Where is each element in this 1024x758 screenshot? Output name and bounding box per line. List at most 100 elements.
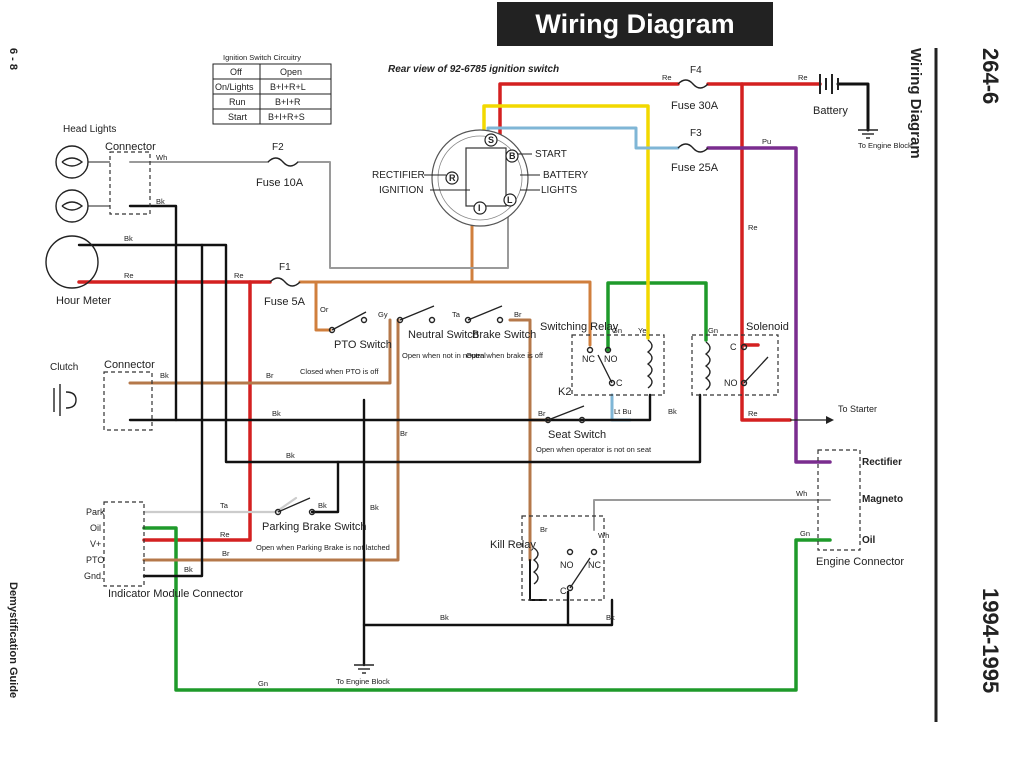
relay-no: NO — [604, 354, 618, 364]
seat-note: Open when operator is not on seat — [536, 445, 652, 454]
label-start: START — [535, 149, 567, 160]
ground-label: To Engine Block — [336, 677, 390, 686]
wire-label: Ta — [220, 501, 229, 510]
brake-switch: Brake Switch Open when brake is off Br — [464, 305, 544, 360]
indicator-module-connector: Park Oil V+ PTO Gnd. Indicator Module Co… — [84, 501, 243, 600]
wire-label: Wh — [796, 489, 807, 498]
solenoid-c: C — [730, 342, 737, 352]
parking-brake-label: Parking Brake Switch — [262, 521, 367, 533]
pto-switch-label: PTO Switch — [334, 339, 392, 351]
wire-label: Or — [320, 305, 329, 314]
wire-label: Wh — [598, 531, 609, 540]
wire-label: Br — [266, 371, 274, 380]
relay-nc: NC — [582, 354, 595, 364]
wire-label: Re — [124, 271, 134, 280]
wire-label: Bk — [668, 407, 677, 416]
wire-label: Bk — [286, 451, 295, 460]
pto-note: Closed when PTO is off — [300, 367, 379, 376]
relay-c: C — [616, 378, 623, 388]
pin-gnd: Gnd. — [84, 571, 104, 581]
wire-label: Bk — [370, 503, 379, 512]
engine-oil: Oil — [862, 535, 876, 546]
subtitle: Rear view of 92-6785 ignition switch — [388, 64, 559, 75]
fuse-f1-id: F1 — [279, 262, 291, 273]
wire-label: Re — [748, 409, 758, 418]
switching-relay-label: Switching Relay — [540, 321, 619, 333]
hour-meter-label: Hour Meter — [56, 295, 111, 307]
fuse-f4-id: F4 — [690, 65, 702, 76]
terminal-i: I — [478, 203, 481, 213]
wire-label: Gn — [258, 679, 268, 688]
wire-label: Bk — [124, 234, 133, 243]
kill-c: C — [560, 586, 567, 596]
wire-label: Bk — [272, 409, 281, 418]
ignition-table: Ignition Switch Circuitry Off Open On/Li… — [212, 53, 332, 125]
brown-wire-clutch — [128, 318, 392, 385]
ignition-switch: S B R L I START BATTERY LIGHTS RECTIFIER… — [372, 129, 589, 227]
wire-label: Gy — [378, 310, 388, 319]
table-cell: Open — [280, 67, 302, 77]
black-wire-lights — [128, 204, 178, 422]
yellow-wire — [482, 104, 650, 340]
red-wire-solenoid — [740, 82, 792, 422]
engine-block-label: To Engine Block — [858, 141, 912, 150]
head-lights-label: Head Lights — [63, 124, 116, 135]
neutral-note: Open when not in neutral — [402, 351, 486, 360]
pin-vplus: V+ — [90, 539, 101, 549]
fuse-f2-rating: Fuse 10A — [256, 177, 304, 189]
white-wire-f2 — [297, 161, 509, 269]
terminal-r: R — [449, 173, 456, 183]
black-wire-gnd — [142, 243, 204, 578]
clutch-label: Clutch — [50, 362, 78, 373]
wire-label: Re — [234, 271, 244, 280]
label-rectifier: RECTIFIER — [372, 170, 425, 181]
pin-oil: Oil — [90, 523, 101, 533]
table-cell: B+I+R+S — [268, 112, 305, 122]
wire-label: Gn — [708, 326, 718, 335]
wire-label: Br — [222, 549, 230, 558]
wire-label: Br — [538, 409, 546, 418]
wire-label: Br — [514, 310, 522, 319]
neutral-switch-label: Neutral Switch — [408, 329, 479, 341]
ground-symbol: To Engine Block Gn — [258, 664, 390, 688]
pin-park: Park — [86, 507, 105, 517]
orange-wire-relay — [470, 208, 592, 347]
wire-label: Re — [748, 223, 758, 232]
fuse-f3-rating: Fuse 25A — [671, 162, 719, 174]
wire-label: Gn — [800, 529, 810, 538]
wire-label: Bk — [440, 613, 449, 622]
connector1-label: Connector — [105, 141, 156, 153]
wire-label: Ye — [638, 326, 647, 335]
ignition-table-caption: Ignition Switch Circuitry — [223, 53, 301, 62]
wire-label: Wh — [156, 153, 167, 162]
diagram-title: Wiring Diagram — [497, 2, 773, 46]
terminal-s: S — [488, 135, 494, 145]
fuse-f3: F3 Fuse 25A Pu — [671, 128, 771, 174]
engine-connector-label: Engine Connector — [816, 556, 904, 568]
wire-label: Lt Bu — [614, 407, 632, 416]
wire-label: Bk — [160, 371, 169, 380]
red-wire-start — [498, 82, 680, 137]
seat-switch: Br Seat Switch Open when operator is not… — [286, 405, 652, 460]
table-cell: Run — [229, 97, 246, 107]
brake-note: Open when brake is off — [466, 351, 544, 360]
clutch: Clutch Connector Bk Br Bk — [50, 359, 281, 431]
kill-nc: NC — [588, 560, 601, 570]
wire-label: Bk — [156, 197, 165, 206]
wire-label: Re — [798, 73, 808, 82]
purple-wire-rectifier — [706, 146, 832, 464]
table-cell: Off — [230, 67, 242, 77]
wire-label: Re — [220, 530, 230, 539]
wire-label: Br — [400, 429, 408, 438]
connector-lights: Connector Wh Bk — [105, 141, 167, 215]
fuse-f1-rating: Fuse 5A — [264, 296, 306, 308]
red-wire-vplus — [142, 280, 252, 542]
engine-connector: Rectifier Magneto Oil Engine Connector W… — [796, 449, 904, 568]
black-wire-hour — [77, 243, 702, 464]
switching-relay: Switching Relay NC NO C K2 Gn Ye Lt Bu B… — [540, 321, 677, 416]
wire-label: Gn — [612, 326, 622, 335]
label-ignition: IGNITION — [379, 185, 423, 196]
black-wire-battery-gnd — [836, 82, 870, 132]
wire-label: Pu — [762, 137, 771, 146]
connector2-label: Connector — [104, 359, 155, 371]
